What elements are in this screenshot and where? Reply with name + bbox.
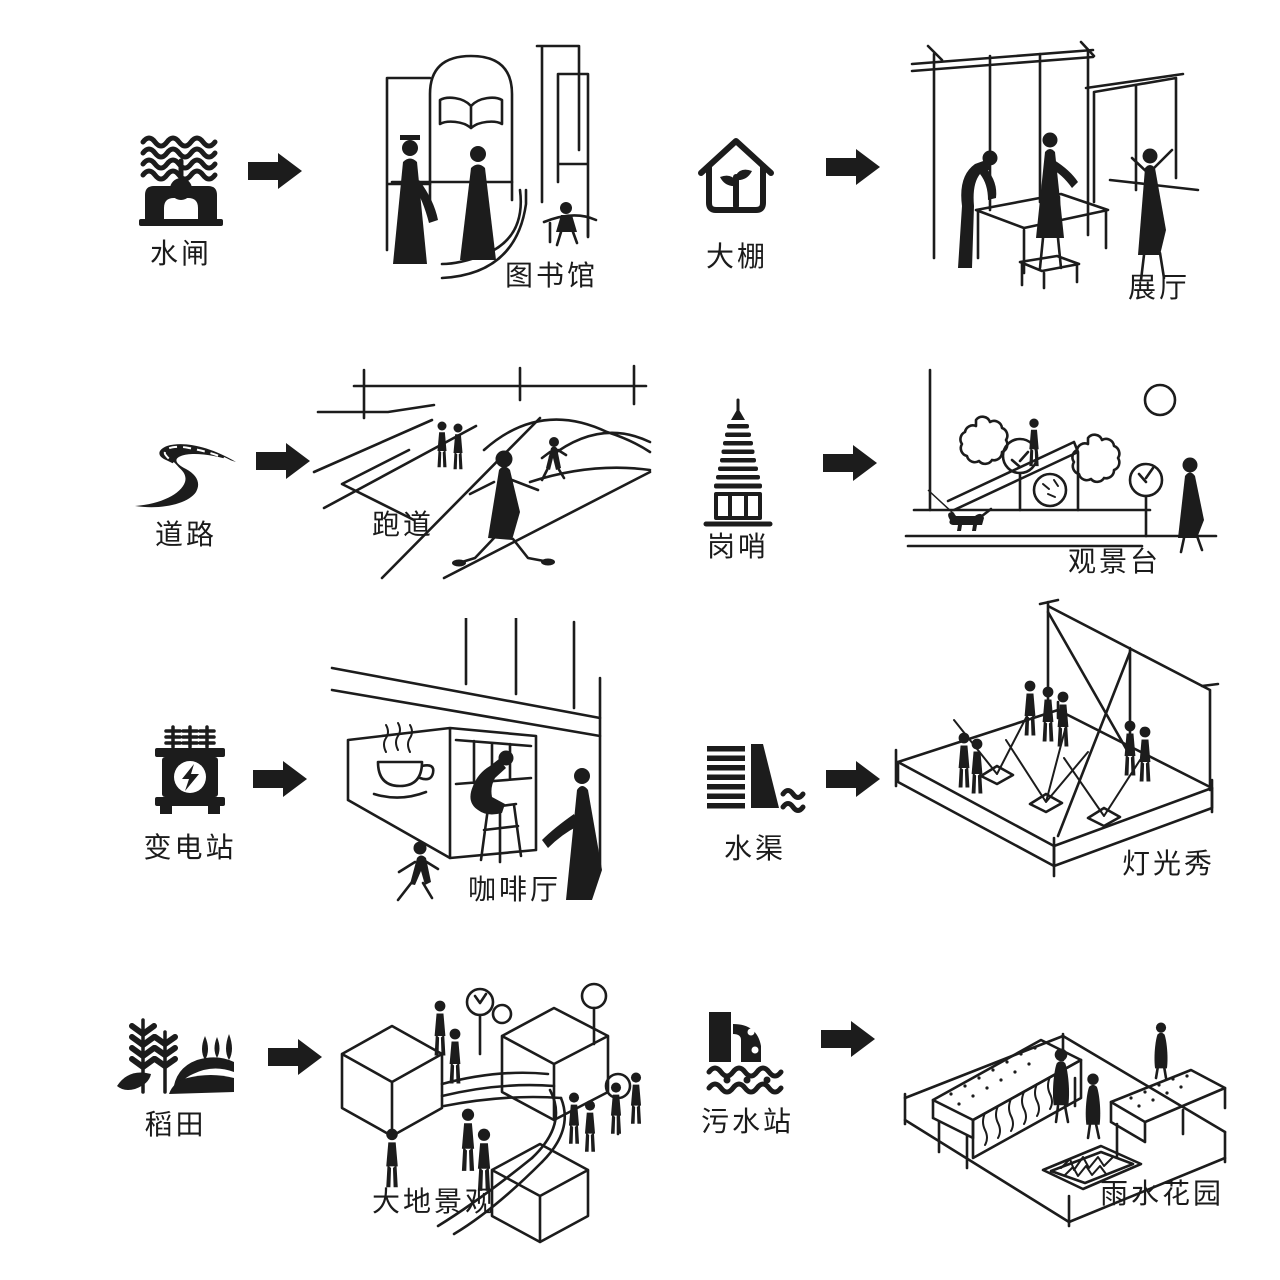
exhibition-hall-sketch — [910, 40, 1200, 290]
running-track-sketch — [312, 364, 652, 580]
icon-label-water-channel: 水渠 — [723, 834, 786, 865]
rice-field-icon — [117, 1018, 234, 1094]
right-arrow-icon — [253, 761, 307, 797]
icon-label-substation: 变电站 — [143, 833, 237, 864]
sketch-label-running-track: 跑道 — [372, 510, 435, 541]
right-arrow-icon — [268, 1039, 322, 1075]
right-arrow-icon — [248, 153, 302, 189]
library-sketch — [385, 44, 598, 280]
sketch-label-viewing-platform: 观景台 — [1068, 547, 1162, 578]
substation-icon — [155, 725, 225, 814]
sketch-label-rain-garden: 雨水花园 — [1100, 1179, 1225, 1210]
right-arrow-icon — [826, 761, 880, 797]
cafe-sketch — [330, 618, 602, 902]
land-art-sketch — [340, 982, 642, 1244]
right-arrow-icon — [821, 1021, 875, 1057]
icon-label-sewage-station: 污水站 — [700, 1107, 794, 1138]
icon-label-greenhouse: 大棚 — [705, 242, 768, 273]
icon-label-watchtower: 岗哨 — [706, 532, 769, 563]
sketch-label-exhibition-hall: 展厅 — [1128, 273, 1191, 304]
viewing-platform-sketch — [904, 368, 1218, 554]
sketch-label-land-art: 大地景观 — [372, 1187, 497, 1218]
greenhouse-icon — [698, 138, 774, 213]
sewage-station-icon — [706, 1012, 784, 1095]
icon-label-rice-field: 稻田 — [144, 1110, 207, 1141]
water-channel-icon — [707, 744, 806, 813]
right-arrow-icon — [826, 149, 880, 185]
sluice-gate-icon — [139, 135, 223, 226]
sketch-label-cafe: 咖啡厅 — [468, 875, 562, 906]
right-arrow-icon — [823, 445, 877, 481]
watchtower-icon — [703, 398, 773, 527]
light-show-sketch — [894, 598, 1220, 878]
road-icon — [135, 444, 236, 508]
rain-garden-sketch — [903, 1022, 1227, 1228]
icon-label-road: 道路 — [154, 520, 217, 551]
sketch-label-library: 图书馆 — [505, 261, 599, 292]
icon-label-sluice-gate: 水闸 — [149, 239, 212, 270]
sketch-label-light-show: 灯光秀 — [1122, 849, 1216, 880]
right-arrow-icon — [256, 443, 310, 479]
